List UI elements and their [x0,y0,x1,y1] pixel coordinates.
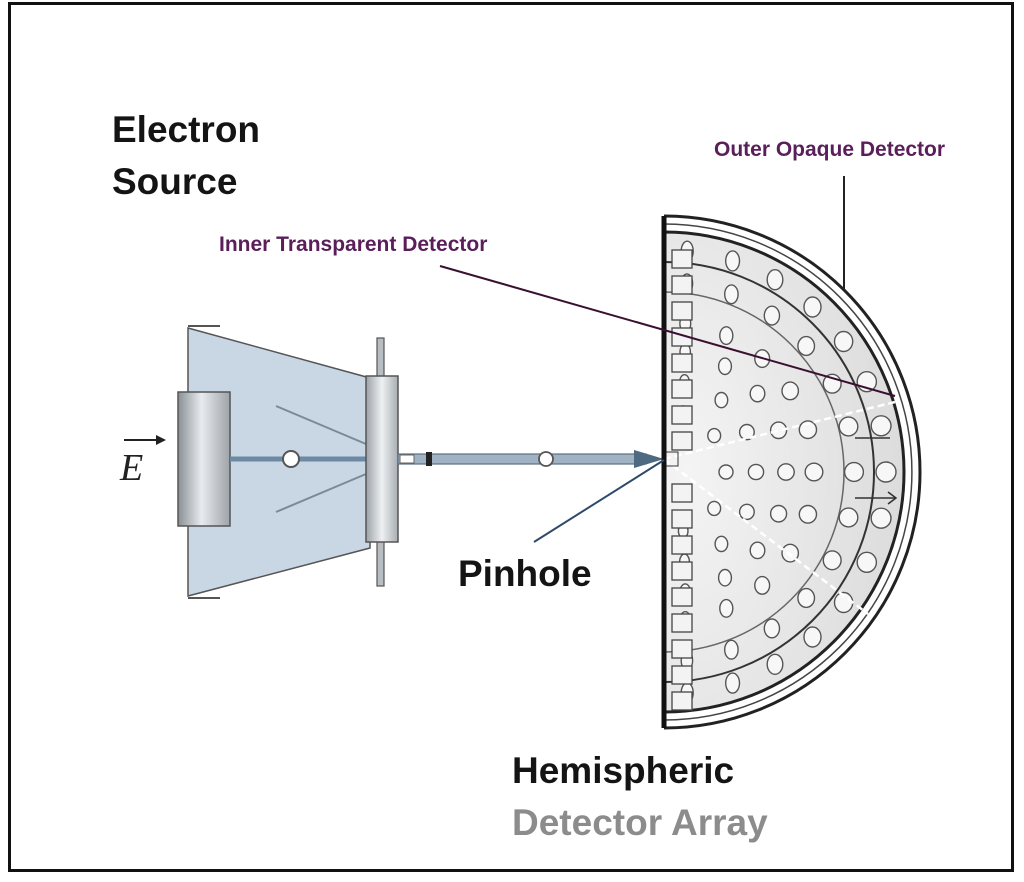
hemispheric-label-line2: Detector Array [512,802,768,843]
hemispheric-label-line1: Hemispheric [512,750,735,791]
beam-arrowhead [634,450,664,468]
detector-pixel [719,326,734,346]
detector-edge-cell [671,379,693,399]
detector-pixel [724,284,739,305]
detector-edge-cell [671,639,693,659]
detector-pixel [856,551,878,573]
detector-pixel [749,541,766,560]
detector-edge-cell [671,535,693,555]
electron-source [177,325,372,599]
hemispheric-detector [661,214,922,730]
detector-edge-cell [671,483,693,503]
detector-pixel [803,626,822,648]
detector-pixel [804,462,824,482]
detector-pixel [843,461,865,483]
detector-edge-cell [671,353,693,373]
aperture-flange [365,337,399,587]
detector-edge-cell [671,405,693,425]
detector-edge-cell [671,587,693,607]
detector-pixel [769,421,788,440]
detector-pixel [717,357,733,376]
detector-edge-cell [671,691,693,711]
pinhole-leader [533,459,665,543]
detector-pixel [724,672,741,694]
detector-pixel [870,415,892,437]
detector-edge-cell [671,509,693,529]
detector-pixel [718,464,734,480]
detector-pixel [797,587,816,609]
detector-pixel [875,461,897,483]
scatter-ray-upper [663,400,896,461]
electron-beam [397,450,664,468]
emitted-electron [282,450,300,468]
detector-pixel [803,296,822,318]
detector-pixel [738,423,755,441]
detector-pixel [707,427,722,444]
detector-edge-cell [671,665,693,685]
detector-pixel [833,330,854,353]
hidden-vector-marks [855,437,898,505]
detector-edge-cell [671,275,693,295]
focusing-line-lower [275,473,367,513]
electric-field-label: E [120,447,144,489]
detector-pixel [870,507,892,529]
electron-source-label-line1: Electron [112,109,261,150]
focusing-line-upper [275,405,367,445]
detector-pixel [738,503,755,521]
scatter-ray-lower [663,458,869,615]
cathode-cylinder [177,391,231,527]
electron-source-label-line2: Source [112,161,238,202]
detector-pixel [717,568,733,587]
detector-pixel [798,504,818,524]
detector-edge-cell [671,431,693,451]
pinhole-label: Pinhole [458,553,592,594]
inner-shell [663,261,875,683]
detector-pixel [777,463,795,481]
inner-detector-label: Inner Transparent Detector [219,233,488,256]
detector-pixel [724,639,739,660]
detector-pixel [754,575,771,595]
detector-pixel [724,250,741,272]
detector-pixel [838,507,859,528]
detector-pixel [747,463,765,481]
detector-pixel [714,535,729,553]
beam-electron [538,451,554,467]
detector-pixel [797,335,816,357]
field-vector-arrow [124,435,166,445]
detector-pixel [763,305,781,326]
detector-edge-cell [671,613,693,633]
detector-pixel [838,416,859,437]
detector-pixel [822,550,842,571]
detector-pixel [781,381,800,401]
outer-detector-label: Outer Opaque Detector [714,138,946,161]
detector-pixel [719,598,734,618]
detector-edge-cell [671,561,693,581]
detector-pixel [763,618,781,639]
detector-pixel [766,269,784,291]
detector-edge-cell [671,249,693,269]
detector-pixel [749,384,766,403]
detector-pixel [769,504,788,523]
detector-pixel [781,543,800,563]
detector-pixel [766,653,784,675]
inner-detector-leader [439,265,896,397]
detector-edge-cell [671,301,693,321]
detector-pixel [707,500,722,517]
detector-pixel [714,391,729,409]
outer-shell [663,214,922,730]
